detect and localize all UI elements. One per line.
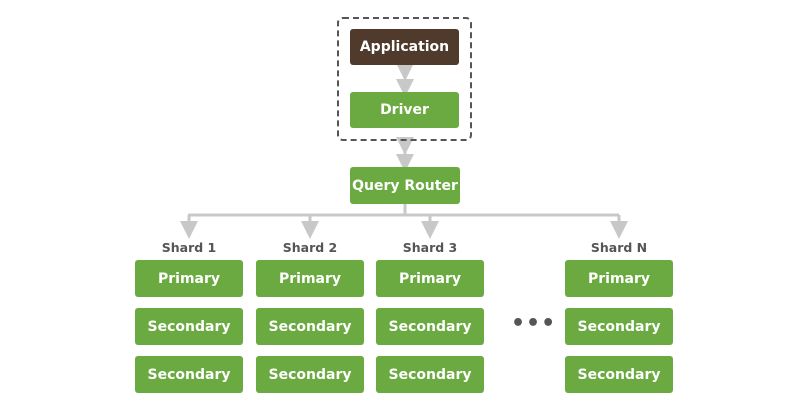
shard-3-label: Shard 3 [402,240,458,255]
shard-2-secondary-2: Secondary [256,356,364,393]
shard-2-secondary-1: Secondary [256,308,364,345]
shard-2-label: Shard 2 [282,240,338,255]
shard-1-secondary-2-label: Secondary [147,366,231,383]
application-node: Application [350,29,459,65]
driver-node: Driver [350,92,459,128]
shard-n-primary: Primary [565,260,673,297]
query-router-node: Query Router [350,167,460,204]
shard-2-secondary-2-label: Secondary [268,366,352,383]
application-label: Application [359,39,450,55]
shard-n-primary-label: Primary [587,270,651,287]
shard-3-secondary-1-label: Secondary [388,318,472,335]
shard-n-secondary-2-label: Secondary [577,366,661,383]
shard-3-secondary-1: Secondary [376,308,484,345]
shard-1-primary-label: Primary [157,270,221,287]
shard-2-secondary-1-label: Secondary [268,318,352,335]
shard-n-secondary-2: Secondary [565,356,673,393]
shard-n-secondary-1-label: Secondary [577,318,661,335]
shard-n-label: Shard N [590,240,648,255]
shard-1-label: Shard 1 [161,240,217,255]
shard-1-secondary-2: Secondary [135,356,243,393]
shard-3-secondary-2: Secondary [376,356,484,393]
more-shards-ellipsis: ••• [511,311,557,336]
client-group [337,17,472,141]
shard-3-primary-label: Primary [398,270,462,287]
shard-1-primary: Primary [135,260,243,297]
driver-label: Driver [380,102,429,118]
shard-3-secondary-2-label: Secondary [388,366,472,383]
query-router-label: Query Router [352,177,458,194]
shard-3-primary: Primary [376,260,484,297]
shard-2-primary: Primary [256,260,364,297]
shard-2-primary-label: Primary [278,270,342,287]
shard-n-secondary-1: Secondary [565,308,673,345]
shard-1-secondary-1: Secondary [135,308,243,345]
shard-1-secondary-1-label: Secondary [147,318,231,335]
